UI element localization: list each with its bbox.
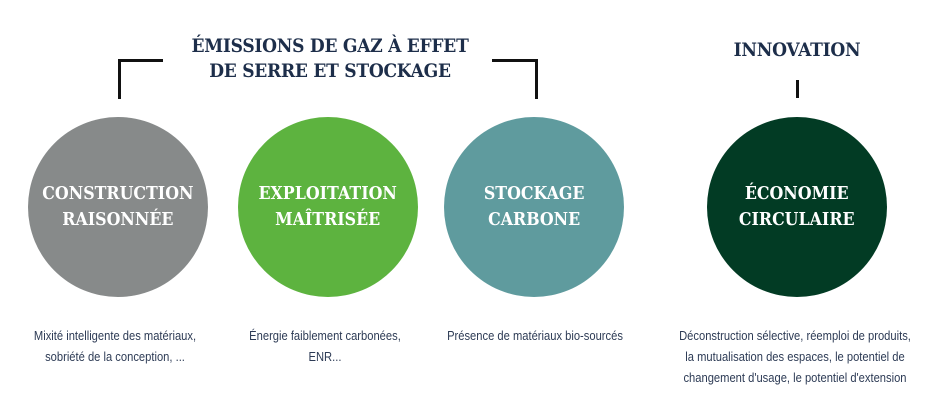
- description-line: ENR...: [308, 349, 342, 364]
- circle-label-line2: CARBONE: [487, 209, 581, 230]
- description-exploitation: Énergie faiblement carbonées, ENR...: [222, 325, 428, 367]
- bracket-left-vertical: [118, 59, 121, 99]
- innovation-connector: [796, 80, 799, 98]
- description-line: sobriété de la conception, ...: [45, 349, 185, 364]
- innovation-header: INNOVATION: [733, 39, 861, 61]
- circle-label-line2: RAISONNÉE: [62, 209, 174, 230]
- circle-exploitation-maitrisee: EXPLOITATION MAÎTRISÉE: [238, 117, 418, 297]
- circle-stockage-carbone: STOCKAGE CARBONE: [444, 117, 624, 297]
- circle-label-line1: STOCKAGE: [483, 183, 585, 204]
- circle-label-line2: MAÎTRISÉE: [275, 209, 381, 230]
- description-line: la mutualisation des espaces, le potenti…: [685, 349, 905, 364]
- circle-label-line2: CIRCULAIRE: [739, 209, 855, 230]
- description-line: Énergie faiblement carbonées,: [249, 328, 401, 343]
- bracket-right-vertical: [535, 59, 538, 99]
- description-line: Déconstruction sélective, réemploi de pr…: [679, 328, 911, 343]
- description-line: changement d'usage, le potentiel d'exten…: [683, 370, 907, 385]
- description-construction: Mixité intelligente des matériaux, sobri…: [12, 325, 218, 367]
- header-line-1: ÉMISSIONS DE GAZ À EFFET: [191, 35, 469, 57]
- circle-label-line1: EXPLOITATION: [258, 183, 398, 204]
- description-economie: Déconstruction sélective, réemploi de pr…: [662, 325, 929, 388]
- emissions-header: ÉMISSIONS DE GAZ À EFFET DE SERRE ET STO…: [168, 34, 492, 84]
- description-line: Mixité intelligente des matériaux,: [33, 328, 197, 343]
- circle-construction-raisonnee: CONSTRUCTION RAISONNÉE: [28, 117, 208, 297]
- description-stockage: Présence de matériaux bio-sourcés: [432, 325, 638, 346]
- bracket-left-horizontal: [118, 59, 163, 62]
- description-line: Présence de matériaux bio-sourcés: [447, 328, 623, 343]
- circle-label-line1: CONSTRUCTION: [42, 183, 194, 204]
- header-line-2: DE SERRE ET STOCKAGE: [209, 60, 451, 82]
- circle-label-line1: ÉCONOMIE: [745, 183, 849, 204]
- circle-economie-circulaire: ÉCONOMIE CIRCULAIRE: [707, 117, 887, 297]
- bracket-right-horizontal: [492, 59, 538, 62]
